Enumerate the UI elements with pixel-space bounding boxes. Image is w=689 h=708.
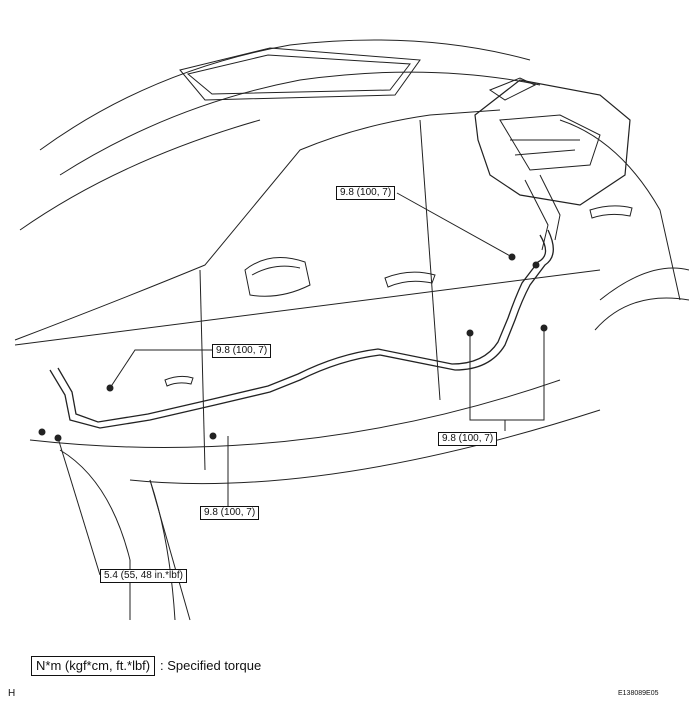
- roof-outline: [19, 39, 541, 231]
- torque-label-lower-right: 9.8 (100, 7): [438, 432, 498, 446]
- torque-label-lower-center: 9.8 (100, 7): [200, 506, 260, 520]
- torque-unit-legend-box: N*m (kgf*cm, ft.*lbf): [31, 656, 156, 676]
- hvac-unit: [474, 77, 631, 251]
- torque-legend-description: : Specified torque: [160, 658, 262, 673]
- air-conditioner-tube: [49, 229, 554, 429]
- torque-label-front: 5.4 (55, 48 in.*lbf): [100, 569, 187, 583]
- torque-label-left: 9.8 (100, 7): [212, 344, 272, 358]
- figure-id: E138089E05: [618, 690, 659, 697]
- door-handles: [164, 205, 633, 387]
- torque-label-upper-right: 9.8 (100, 7): [336, 186, 396, 200]
- vehicle-body-outline: [14, 109, 689, 621]
- leader-lines: [57, 192, 545, 576]
- bolts: [38, 253, 548, 442]
- side-mirror: [244, 257, 311, 297]
- page-code: H: [8, 688, 16, 699]
